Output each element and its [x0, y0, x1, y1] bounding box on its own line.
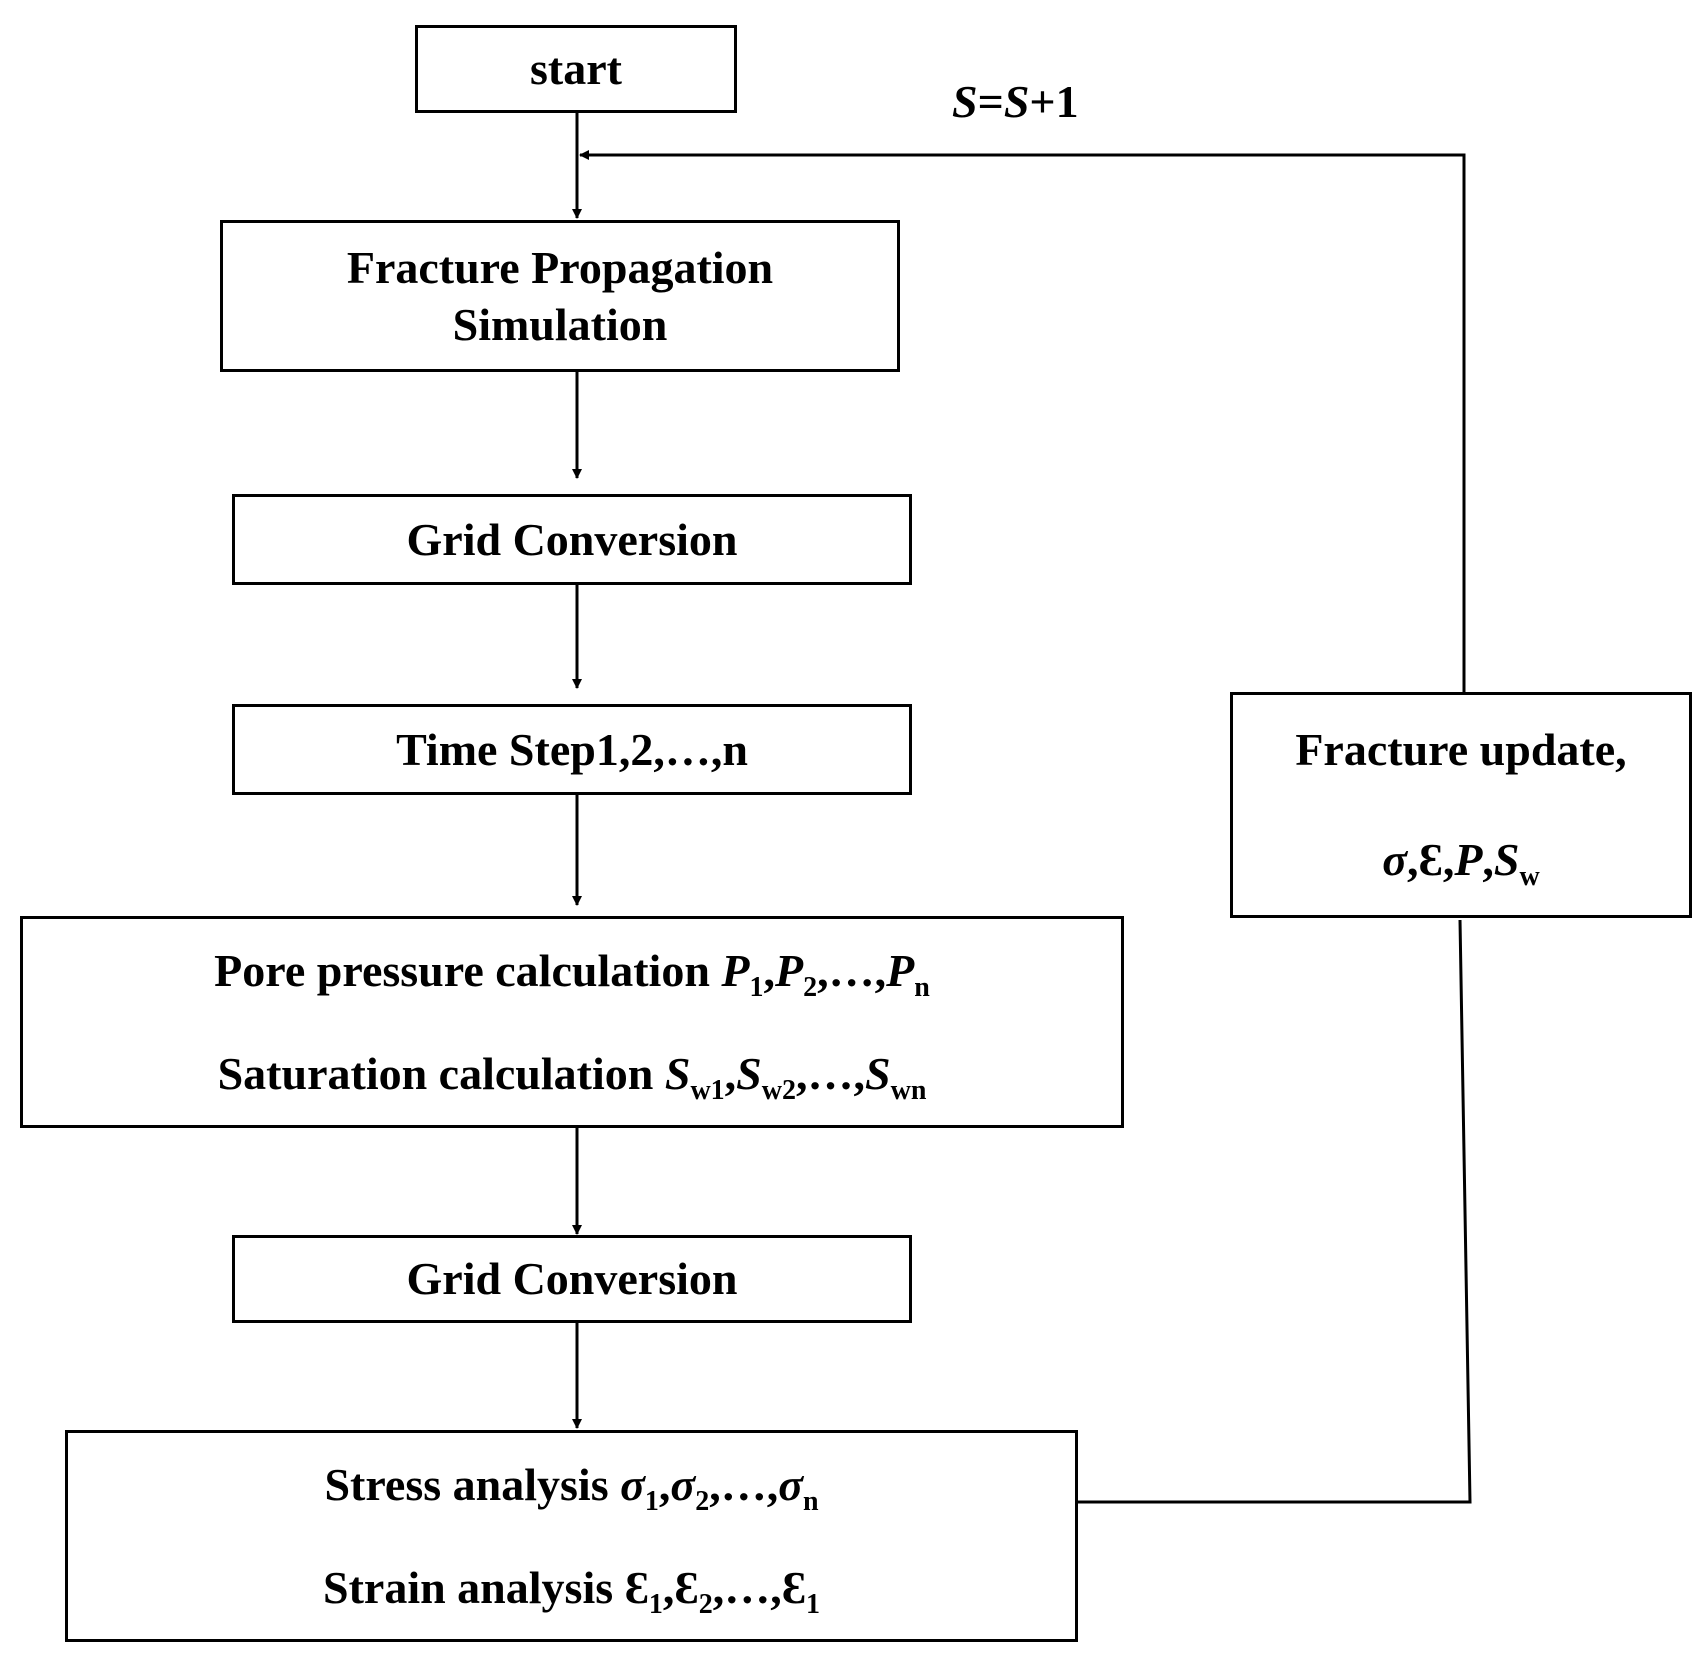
pressure-symbol-n: P — [886, 944, 915, 996]
stress-strain-box: Stress analysis σ1,σ2,…,σn Strain analys… — [65, 1430, 1078, 1642]
saturation-sub-wn: wn — [890, 1074, 927, 1106]
loop-s-1: S — [952, 76, 978, 127]
sigma-symbol-n: σ — [778, 1458, 803, 1510]
stress-analysis-line: Stress analysis σ1,σ2,…,σn — [324, 1456, 819, 1517]
fracture-propagation-box: Fracture Propagation Simulation — [220, 220, 900, 372]
epsilon-sub-1: 1 — [648, 1588, 663, 1620]
grid-conversion-box-1: Grid Conversion — [232, 494, 912, 585]
fu-comma-1: , — [1407, 834, 1419, 886]
epsilon-sub-last: 1 — [805, 1588, 820, 1620]
start-label: start — [530, 43, 622, 95]
time-step-label: Time Step1,2,…,n — [396, 723, 748, 775]
fracture-update-box: Fracture update, σ,Ɛ,P,Sw — [1230, 692, 1692, 918]
pore-pressure-text: Pore pressure calculation — [214, 944, 722, 996]
pressure-sub-2: 2 — [803, 971, 818, 1003]
fu-saturation: S — [1493, 834, 1520, 886]
saturation-symbol-2: S — [736, 1047, 762, 1099]
fracture-propagation-line1: Fracture Propagation — [346, 241, 774, 293]
pressure-symbol-2: P — [775, 944, 804, 996]
fu-sigma: σ — [1382, 834, 1408, 886]
sigma-symbol-2: σ — [670, 1458, 696, 1510]
saturation-symbol-n: S — [865, 1047, 891, 1099]
strain-analysis-line: Strain analysis Ɛ1,Ɛ2,…,Ɛ1 — [323, 1559, 820, 1620]
stress-ellipsis: ,…, — [709, 1458, 779, 1510]
connector-stress-to-fracture-update — [1078, 919, 1472, 1504]
fracture-update-label: Fracture update, — [1295, 724, 1627, 776]
loop-back-arrow — [579, 150, 1466, 692]
pressure-sub-n: n — [914, 971, 930, 1003]
strain-ellipsis: ,…, — [712, 1561, 782, 1613]
grid-conversion-label-1: Grid Conversion — [406, 513, 738, 565]
stress-sep: , — [658, 1458, 671, 1510]
saturation-sub-w1: w1 — [690, 1074, 725, 1106]
saturation-symbol: S — [664, 1047, 691, 1099]
saturation-sub-w2: w2 — [761, 1074, 796, 1106]
strain-sep: , — [662, 1561, 675, 1613]
pressure-symbol: P — [721, 944, 750, 996]
epsilon-sub-2: 2 — [698, 1588, 713, 1620]
fu-comma-3: , — [1482, 834, 1494, 886]
pressure-sep: , — [763, 944, 776, 996]
saturation-text: Saturation calculation — [217, 1047, 665, 1099]
time-step-box: Time Step1,2,…,n — [232, 704, 912, 795]
saturation-sep: , — [724, 1047, 737, 1099]
loop-s-2: S — [1003, 76, 1030, 127]
epsilon-symbol-2: Ɛ — [674, 1561, 699, 1613]
sigma-sub-1: 1 — [644, 1485, 659, 1517]
loop-plus-one: +1 — [1029, 76, 1079, 127]
fracture-propagation-line2: Simulation — [452, 299, 668, 350]
sigma-symbol: σ — [620, 1458, 645, 1510]
pressure-ellipsis: ,…, — [817, 944, 887, 996]
pressure-sub-1: 1 — [749, 971, 764, 1003]
epsilon-symbol: Ɛ — [624, 1561, 649, 1613]
sigma-sub-2: 2 — [695, 1485, 710, 1517]
fracture-update-variables: σ,Ɛ,P,Sw — [1382, 831, 1540, 893]
start-box: start — [415, 25, 737, 113]
fu-comma-2: , — [1442, 834, 1455, 886]
pore-saturation-box: Pore pressure calculation P1,P2,…,Pn Sat… — [20, 916, 1124, 1128]
fu-epsilon: Ɛ — [1418, 834, 1443, 886]
sigma-sub-n: n — [802, 1485, 819, 1517]
strain-analysis-text: Strain analysis — [323, 1561, 625, 1613]
saturation-line: Saturation calculation Sw1,Sw2,…,Swn — [217, 1045, 927, 1106]
epsilon-symbol-last: Ɛ — [781, 1561, 806, 1613]
pore-pressure-line: Pore pressure calculation P1,P2,…,Pn — [214, 942, 930, 1003]
grid-conversion-label-2: Grid Conversion — [406, 1253, 738, 1305]
saturation-ellipsis: ,…, — [796, 1047, 865, 1099]
loop-counter-label: S=S+1 — [952, 75, 1079, 128]
fu-pressure: P — [1454, 834, 1483, 886]
fu-saturation-sub: w — [1519, 861, 1540, 893]
stress-analysis-text: Stress analysis — [324, 1458, 621, 1510]
grid-conversion-box-2: Grid Conversion — [232, 1235, 912, 1323]
loop-eq: = — [977, 76, 1004, 127]
